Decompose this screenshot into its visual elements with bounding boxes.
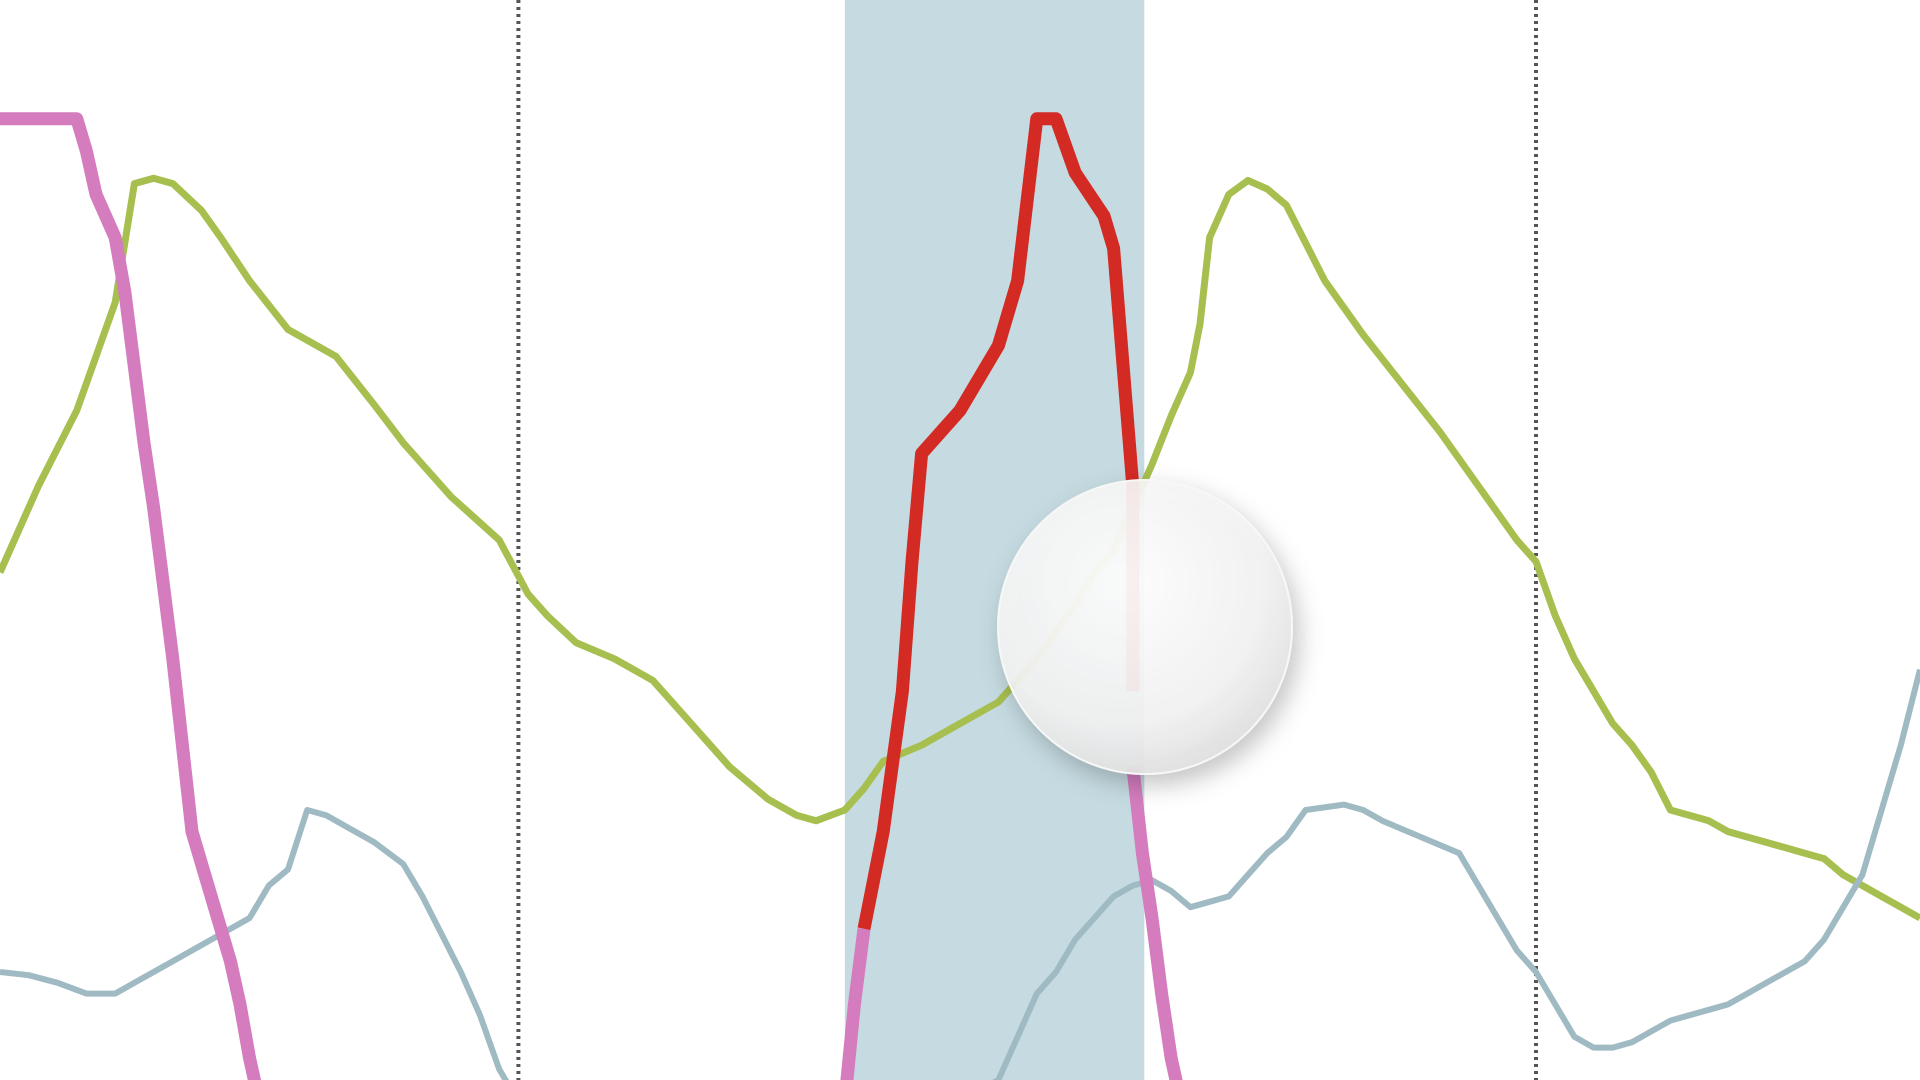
series-line-4 <box>840 927 871 1080</box>
series-line-2 <box>0 668 1920 1080</box>
cursor-layer <box>997 479 1293 775</box>
series-line-3 <box>0 112 262 1080</box>
series-line-5 <box>1126 766 1183 1080</box>
cursor-circle[interactable] <box>997 479 1293 775</box>
divider-layer <box>516 0 1538 1080</box>
